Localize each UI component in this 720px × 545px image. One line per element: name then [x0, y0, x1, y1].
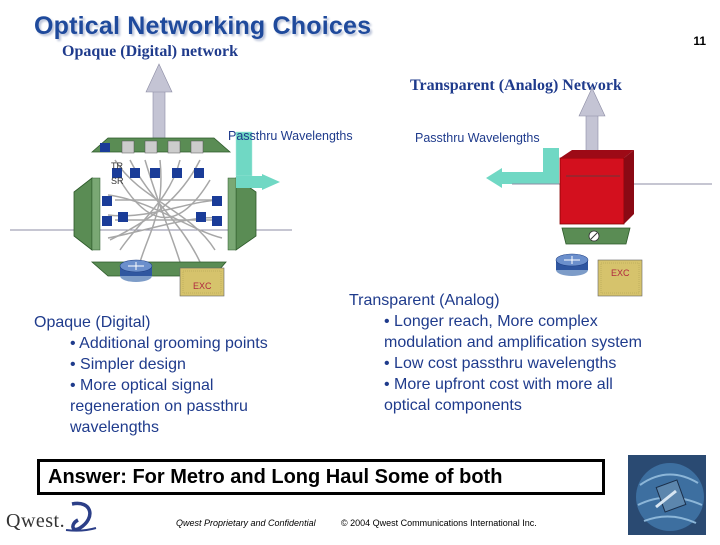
opaque-node-top-bar: [90, 137, 232, 154]
exc-box-right: [597, 259, 643, 297]
transparent-bullet-3: • More upfront cost with more all optica…: [384, 376, 613, 414]
line-cards: [102, 168, 222, 226]
answer-box: Answer: For Metro and Long Haul Some of …: [37, 459, 605, 495]
transparent-node-base: [561, 227, 631, 245]
passthru-arrow-left: [235, 131, 280, 190]
exc-label-right: EXC: [611, 268, 630, 278]
tr-label: TR: [111, 161, 123, 171]
cross-connect-mesh: [107, 159, 223, 263]
exc-box-left: [179, 267, 225, 297]
opaque-summary-heading: Opaque (Digital): [34, 314, 151, 331]
sr-label: SR: [111, 176, 124, 186]
opaque-bullet-1: • Additional grooming points: [70, 335, 268, 352]
passthru-label-left: Passthru Wavelengths: [228, 129, 353, 143]
uplink-arrow-left: [145, 63, 173, 141]
qwest-logo-mark: [65, 501, 97, 532]
uplink-arrow-right: [578, 87, 606, 159]
optical-cross-connect-box: [559, 150, 634, 225]
router-icon-right: [555, 253, 589, 276]
opaque-bullet-2: • Simpler design: [70, 356, 186, 373]
transparent-summary-heading: Transparent (Analog): [349, 292, 500, 309]
passthru-label-right: Passthru Wavelengths: [415, 131, 540, 145]
qwest-logo: Qwest.: [0, 500, 100, 545]
qwest-logo-text: Qwest.: [6, 510, 66, 532]
page-number: 11: [693, 34, 706, 48]
opaque-bullet-3: • More optical signal regeneration on pa…: [70, 377, 248, 436]
passthru-arrow-right: [486, 148, 559, 188]
transparent-bullet-1: • Longer reach, More complex modulation …: [384, 313, 642, 351]
transparent-network-heading: Transparent (Analog) Network: [410, 77, 622, 94]
slide-title: Optical Networking Choices: [34, 12, 372, 40]
opaque-network-heading: Opaque (Digital) network: [62, 43, 238, 60]
transparent-bullet-2: • Low cost passthru wavelengths: [384, 355, 617, 372]
exc-label-left: EXC: [193, 281, 212, 291]
transparent-summary: Transparent (Analog) • Longer reach, Mor…: [349, 290, 684, 416]
footer-copyright: © 2004 Qwest Communications Internationa…: [341, 518, 537, 528]
opaque-summary: Opaque (Digital) • Additional grooming p…: [34, 312, 334, 438]
router-icon-left: [119, 259, 153, 282]
globe-image: [628, 455, 706, 535]
footer-proprietary: Qwest Proprietary and Confidential: [176, 518, 316, 528]
